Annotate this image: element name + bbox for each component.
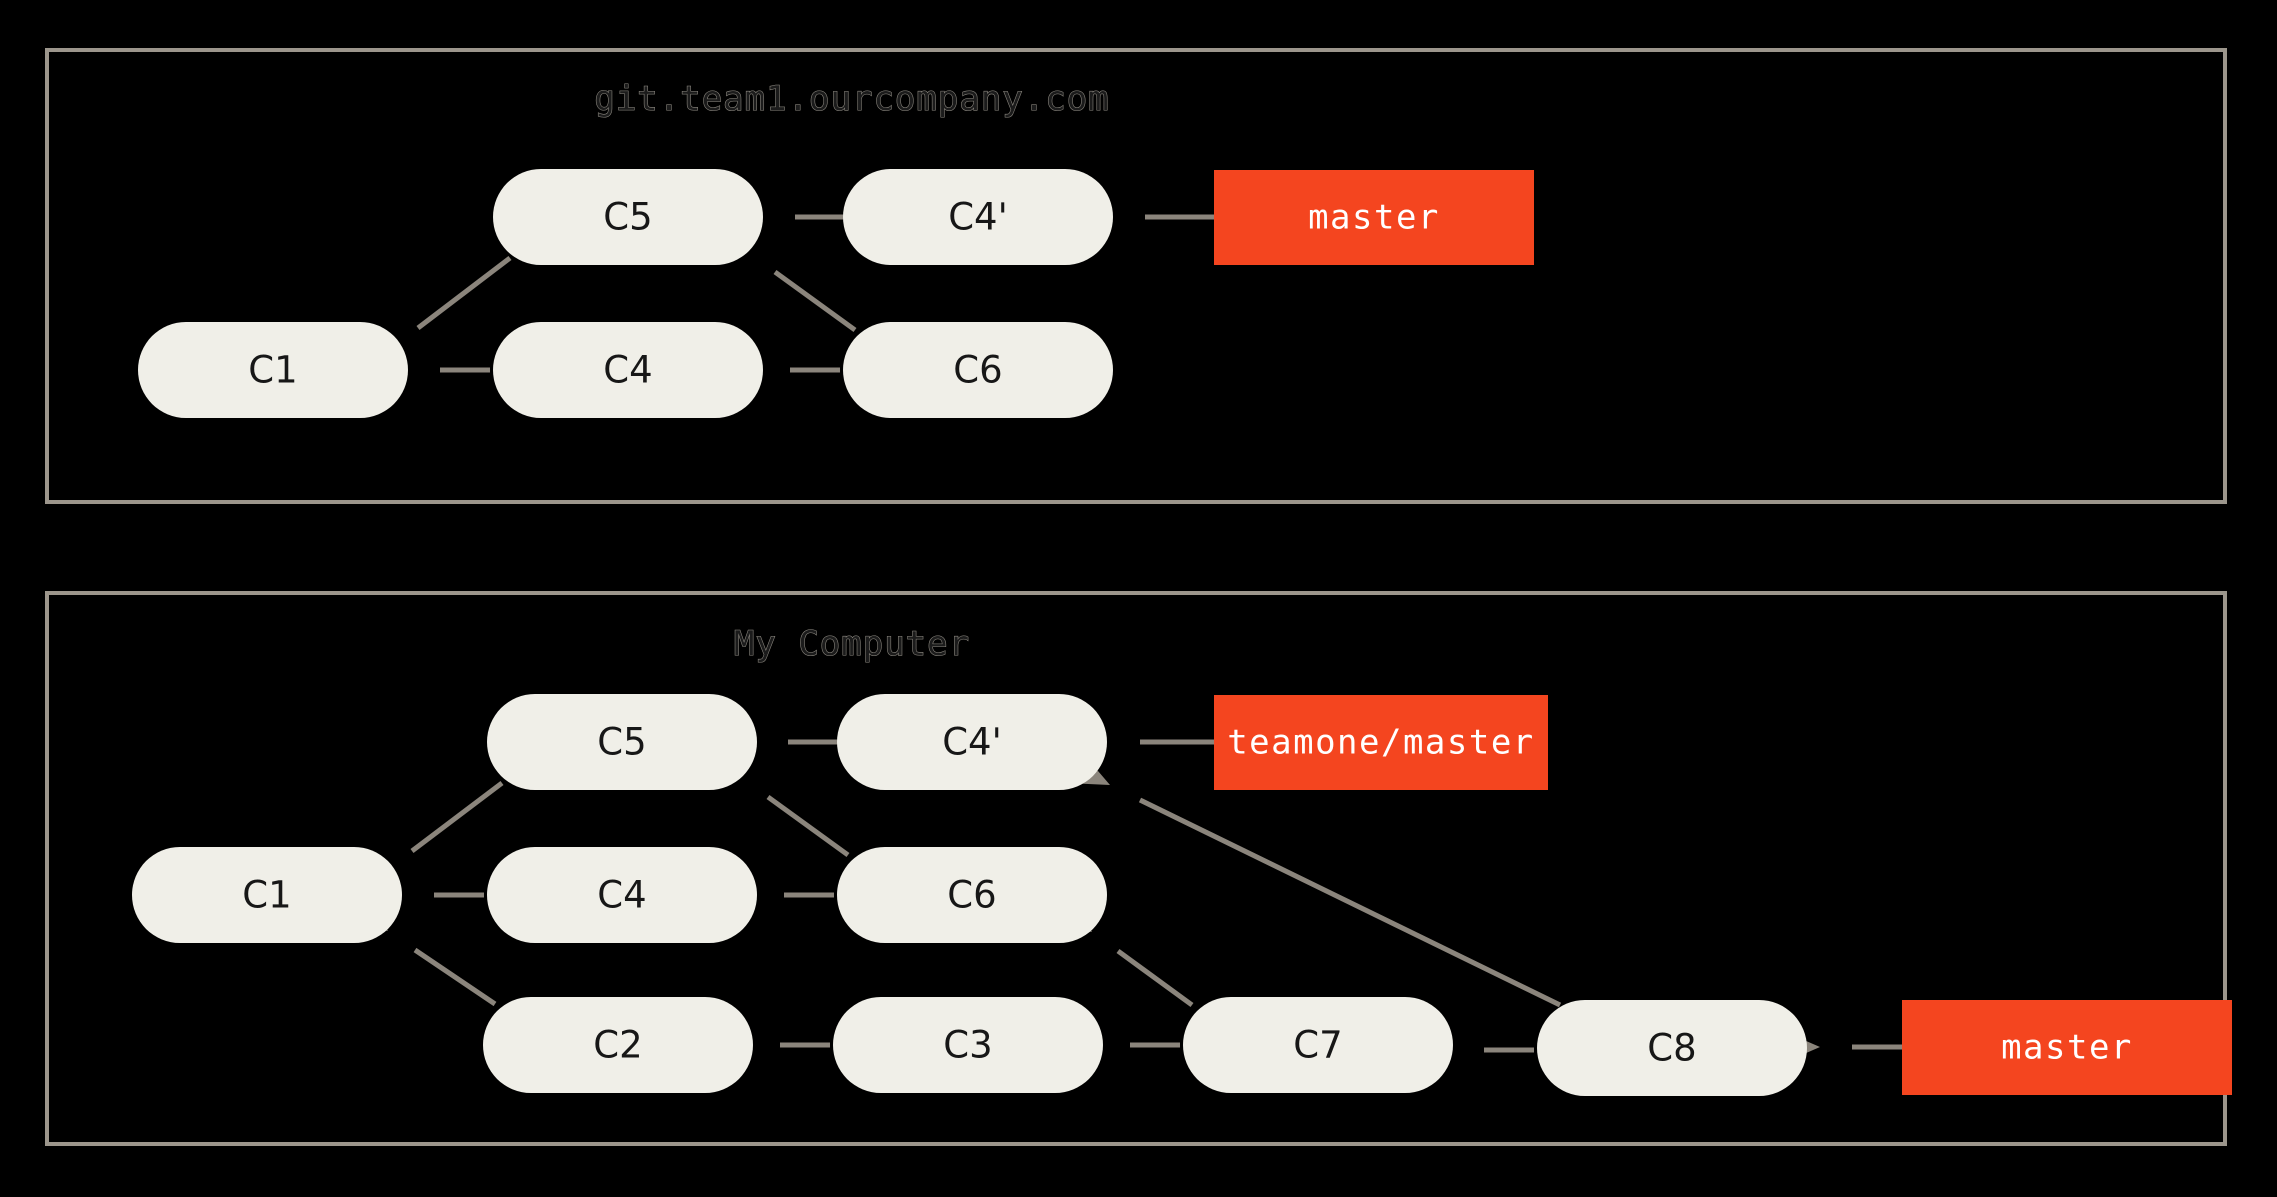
edge-master-to-c4prime-top [1082,204,1214,230]
edge-c8-to-c7-local [1422,1037,1534,1063]
commit-node-c4-local[interactable]: C4 [487,847,757,943]
branch-label-text: teamone/master [1227,723,1535,763]
commit-node-c3-local[interactable]: C3 [833,997,1103,1093]
commit-label: C2 [593,1024,642,1067]
branch-label-master-local[interactable]: master [1902,1000,2232,1095]
commit-label: C6 [947,874,996,917]
commit-node-c2-local[interactable]: C2 [483,997,753,1093]
commit-node-c1-remote[interactable]: C1 [138,322,408,418]
edge-c6-to-c5-top [716,223,857,333]
edge-c5-to-c1-local [354,781,504,900]
commit-node-c1-local[interactable]: C1 [132,847,402,943]
panel-local: My Computer [45,591,2232,1146]
edge-c7-to-c6-local [1060,903,1194,1008]
edge-c4-to-c1-local [372,882,484,908]
commit-label: C3 [943,1024,992,1067]
commit-label: C1 [242,874,291,917]
commit-node-c5-remote[interactable]: C5 [493,169,763,265]
edge-c6-to-c4-top [728,357,840,383]
panel-local-title: My Computer [734,624,970,664]
commit-label: C4' [948,196,1008,239]
commit-label: C4 [603,349,652,392]
commit-label: C5 [603,196,652,239]
edge-c2-to-c1-local [355,903,497,1007]
commit-node-c8-local[interactable]: C8 [1537,1000,1807,1096]
commit-node-c4prime-remote[interactable]: C4' [843,169,1113,265]
edge-teamonemaster-to-c4prime [1077,729,1214,755]
commit-node-c5-local[interactable]: C5 [487,694,757,790]
commit-label: C5 [597,721,646,764]
commit-label: C4 [597,874,646,917]
commit-node-c6-local[interactable]: C6 [837,847,1107,943]
commit-label: C6 [953,349,1002,392]
branch-label-text: master [2001,1028,2133,1068]
edge-master-to-c8-local [1790,1034,1902,1060]
branch-label-master-remote[interactable]: master [1214,170,1534,265]
edge-c5-to-c1-top [360,256,512,377]
edge-c7-to-c3-local [1068,1032,1180,1058]
panel-remote-title: git.team1.ourcompany.com [594,79,1109,119]
edge-c3-to-c2-local [718,1032,830,1058]
commit-node-c4-remote[interactable]: C4 [493,322,763,418]
branch-label-teamone-master[interactable]: teamone/master [1214,695,1548,790]
commit-label: C8 [1647,1027,1696,1070]
panel-remote: git.team1.ourcompany.com [45,48,2227,504]
commit-label: C4' [942,721,1002,764]
edge-c4-to-c1-top [378,357,490,383]
commit-node-c4prime-local[interactable]: C4' [837,694,1107,790]
commit-label: C7 [1293,1024,1342,1067]
edge-c8-to-c4prime-local [1077,760,1562,1008]
commit-node-c7-local[interactable]: C7 [1183,997,1453,1093]
commit-node-c6-remote[interactable]: C6 [843,322,1113,418]
branch-label-text: master [1308,198,1440,238]
panel-local-frame [45,591,2227,1146]
edge-c6-to-c4-local [722,882,834,908]
edge-c4prime-to-c5-local [726,729,838,755]
edge-c6-to-c5-local [709,748,850,858]
commit-label: C1 [248,349,297,392]
edge-c4prime-to-c5-top [732,204,845,230]
panel-remote-frame [45,48,2227,504]
